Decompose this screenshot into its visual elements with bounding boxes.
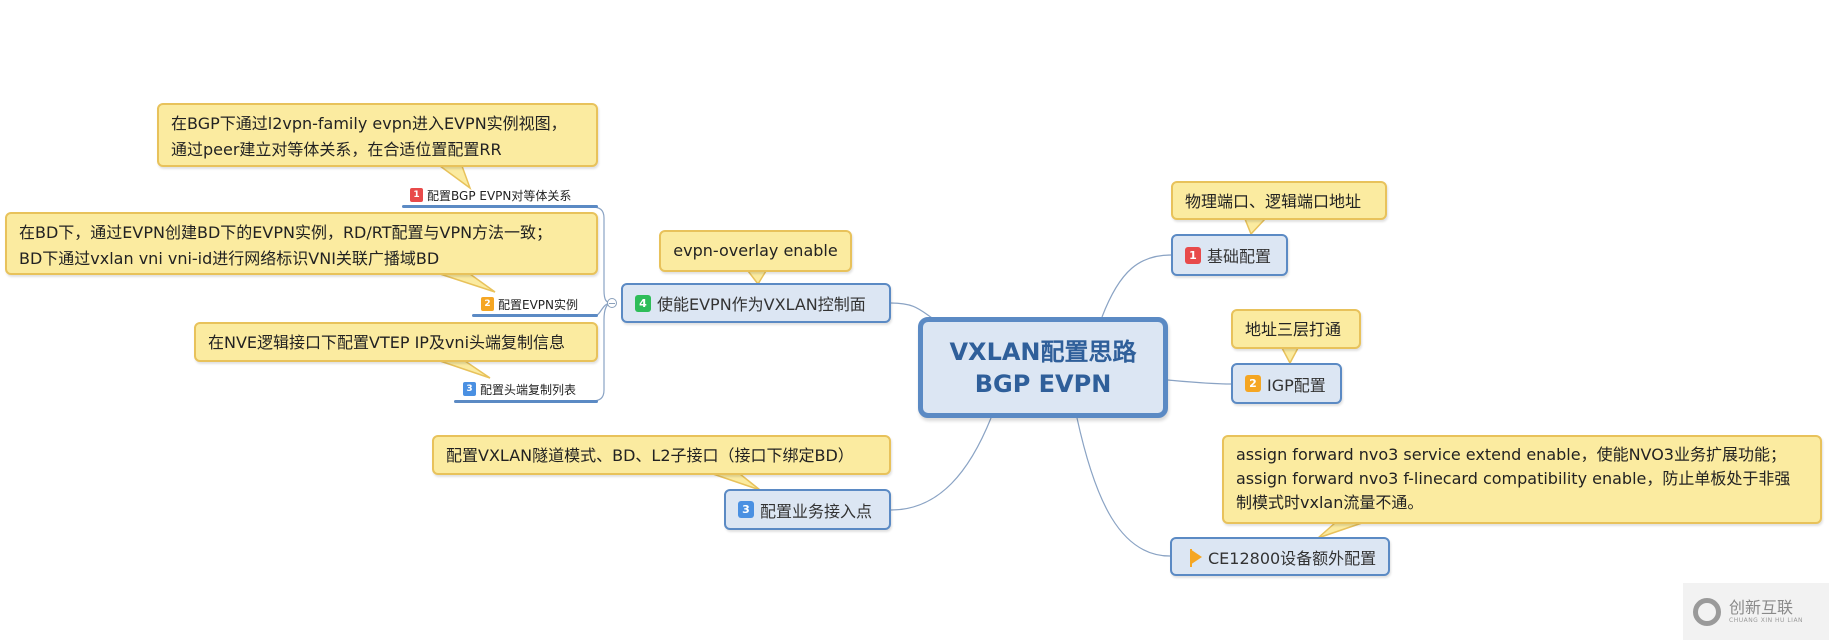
note-line: 制模式时vxlan流量不通。 xyxy=(1236,493,1424,512)
note-line: assign forward nvo3 service extend enabl… xyxy=(1236,445,1786,464)
callout-tail xyxy=(1243,218,1267,236)
watermark-logo: 创新互联 CHUANG XIN HU LIAN xyxy=(1683,583,1829,640)
subtopic-label: 配置EVPN实例 xyxy=(498,297,579,312)
callout-tail xyxy=(1280,347,1300,365)
note-line: assign forward nvo3 f-linecard compatibi… xyxy=(1236,469,1791,488)
priority-4-icon: 4 xyxy=(635,294,651,312)
note-line: BD下通过vxlan vni vni-id进行网络标识VNI关联广播域BD xyxy=(19,249,440,268)
note-text: evpn-overlay enable xyxy=(673,241,838,260)
topic-label: CE12800设备额外配置 xyxy=(1208,548,1377,568)
link-center-service-access xyxy=(890,417,992,511)
collapse-toggle-icon[interactable] xyxy=(607,298,617,308)
watermark-text: 创新互联 xyxy=(1729,598,1794,617)
link-center-igp xyxy=(1167,379,1232,385)
watermark-subtext: CHUANG XIN HU LIAN xyxy=(1729,617,1804,624)
note-line: 在BD下，通过EVPN创建BD下的EVPN实例，RD/RT配置与VPN方法一致； xyxy=(19,223,553,242)
subtopic-underline xyxy=(454,400,598,403)
link-center-ce12800 xyxy=(1076,417,1171,557)
subtopic-label: 配置BGP EVPN对等体关系 xyxy=(427,188,572,203)
note-evpn-overlay: evpn-overlay enable xyxy=(659,230,852,272)
subtopic-underline xyxy=(472,314,598,317)
priority-1-icon: 1 xyxy=(1185,246,1201,264)
note-service-access: 配置VXLAN隧道模式、BD、L2子接口（接口下绑定BD） xyxy=(432,435,891,475)
note-line: 配置VXLAN隧道模式、BD、L2子接口（接口下绑定BD） xyxy=(446,446,854,465)
priority-3-icon: 3 xyxy=(738,501,754,518)
note-ce12800: assign forward nvo3 service extend enabl… xyxy=(1222,435,1822,524)
priority-2-icon: 2 xyxy=(481,297,494,311)
note-line: 物理端口、逻辑端口地址 xyxy=(1185,192,1362,211)
subtopic-underline xyxy=(402,205,598,208)
priority-3-icon: 3 xyxy=(463,382,476,396)
topic-basic-config[interactable]: 1 基础配置 xyxy=(1171,234,1288,276)
topic-igp-config[interactable]: 2 IGP配置 xyxy=(1231,363,1342,404)
topic-label: 使能EVPN作为VXLAN控制面 xyxy=(657,295,866,314)
topic-label: 配置业务接入点 xyxy=(760,501,873,521)
callout-tail xyxy=(439,273,496,293)
note-line: 在BGP下通过l2vpn-family evpn进入EVPN实例视图， xyxy=(171,114,567,133)
logo-icon xyxy=(1693,597,1721,626)
subtopic-evpn-instance[interactable]: 2 配置EVPN实例 xyxy=(481,295,578,313)
topic-ce12800[interactable]: CE12800设备额外配置 xyxy=(1170,537,1390,576)
note-line: 通过peer建立对等体关系，在合适位置配置RR xyxy=(171,140,502,159)
callout-tail xyxy=(437,165,472,191)
note-line: 在NVE逻辑接口下配置VTEP IP及vni头端复制信息 xyxy=(208,333,566,352)
topic-label: 基础配置 xyxy=(1207,247,1272,266)
callout-tail xyxy=(1317,522,1363,539)
priority-2-icon: 2 xyxy=(1245,375,1261,392)
central-topic[interactable]: VXLAN配置思路 BGP EVPN xyxy=(918,317,1168,418)
topic-label: IGP配置 xyxy=(1267,375,1326,395)
flag-icon xyxy=(1190,548,1202,567)
link-center-basic xyxy=(1101,254,1172,318)
central-topic-subtitle: BGP EVPN xyxy=(974,369,1112,398)
central-topic-title: VXLAN配置思路 xyxy=(949,337,1137,366)
note-igp-config: 地址三层打通 xyxy=(1231,309,1361,349)
subtopic-bgp-evpn-peer[interactable]: 1 配置BGP EVPN对等体关系 xyxy=(410,186,571,204)
note-basic-config: 物理端口、逻辑端口地址 xyxy=(1171,181,1387,220)
callout-tail xyxy=(439,360,491,379)
subtopic-label: 配置头端复制列表 xyxy=(480,382,577,397)
note-evpn-instance: 在BD下，通过EVPN创建BD下的EVPN实例，RD/RT配置与VPN方法一致；… xyxy=(5,212,598,275)
callout-tail xyxy=(712,473,761,491)
topic-service-access[interactable]: 3 配置业务接入点 xyxy=(724,489,891,530)
note-bgp-evpn-peer: 在BGP下通过l2vpn-family evpn进入EVPN实例视图， 通过pe… xyxy=(157,103,598,167)
topic-enable-evpn[interactable]: 4 使能EVPN作为VXLAN控制面 xyxy=(621,283,891,323)
note-line: 地址三层打通 xyxy=(1245,320,1342,339)
note-head-end-replication: 在NVE逻辑接口下配置VTEP IP及vni头端复制信息 xyxy=(194,322,598,362)
priority-1-icon: 1 xyxy=(410,188,423,202)
subtopic-head-end-replication[interactable]: 3 配置头端复制列表 xyxy=(463,380,576,398)
